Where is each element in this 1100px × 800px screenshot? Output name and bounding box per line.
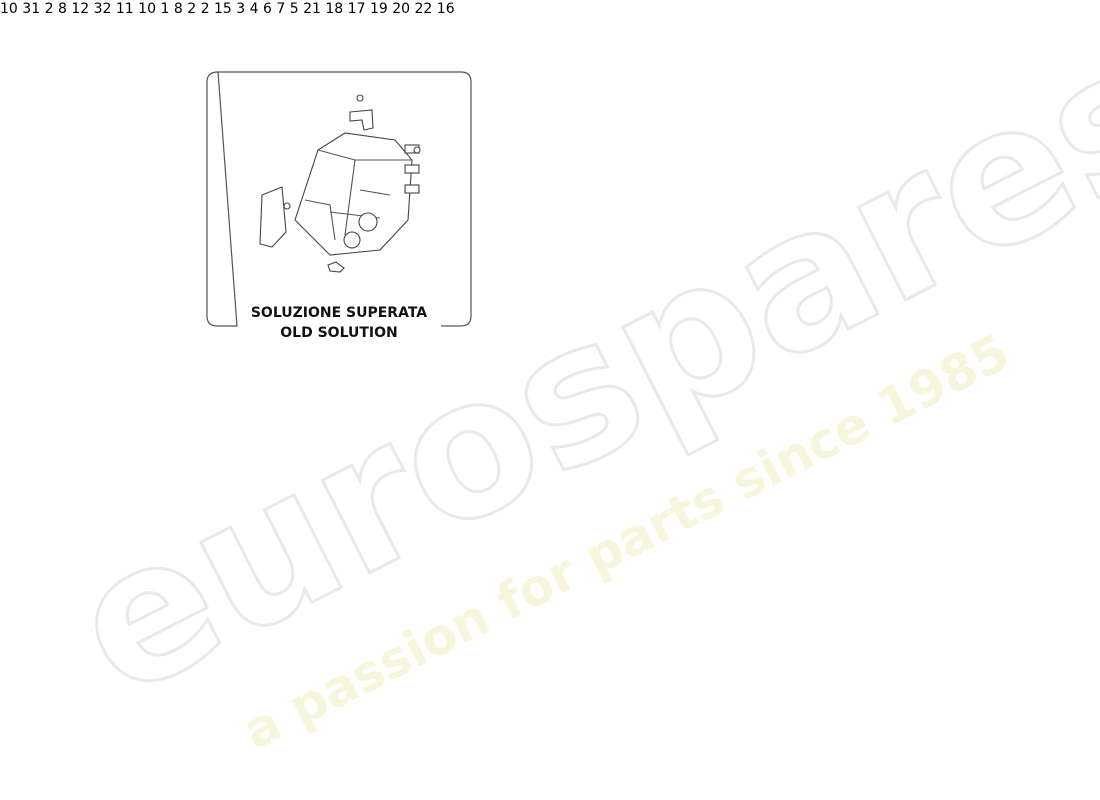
callout-18: 18 [325,1,344,17]
callout-31: 31 [22,1,41,17]
callout-17: 17 [347,1,366,17]
callout-4: 4 [249,1,259,17]
inset-frame [206,71,472,327]
callout-10: 10 [138,1,156,17]
callout-16: 16 [436,1,455,17]
callout-15: 15 [213,1,232,17]
inset-caption-italian: SOLUZIONE SUPERATA [250,305,428,321]
callout-3: 3 [236,1,246,17]
watermark: eurospares a passion for parts since 198… [39,0,1100,761]
callout-19: 19 [369,1,388,17]
old-solution-inset [206,71,472,327]
callout-1: 1 [160,1,170,17]
callout-11: 11 [115,1,134,17]
callout-2-mid: 2 [200,1,210,17]
callout-32: 32 [93,1,112,17]
callout-2-bottom: 2 [187,1,197,17]
callout-10-inset: 10 [0,1,18,17]
callout-12: 12 [71,1,90,17]
callout-2-inset: 2 [44,1,54,17]
callout-8: 8 [173,1,183,17]
direction-arrow: 10 31 2 8 12 32 11 10 1 8 2 2 15 3 4 6 7… [0,0,455,341]
inset-canister [259,94,421,273]
callout-labels: 10 31 2 8 12 32 11 10 1 8 2 2 15 3 4 6 7… [0,0,455,17]
inset-caption-english: OLD SOLUTION [280,325,398,341]
callout-20: 20 [392,1,411,17]
callout-22: 22 [414,1,433,17]
callout-8-inset: 8 [57,1,67,17]
callout-5: 5 [289,1,299,17]
inset-caption: SOLUZIONE SUPERATA OLD SOLUTION [206,303,472,343]
callout-21: 21 [303,1,321,17]
callout-6: 6 [262,1,272,17]
callout-7: 7 [276,1,286,17]
